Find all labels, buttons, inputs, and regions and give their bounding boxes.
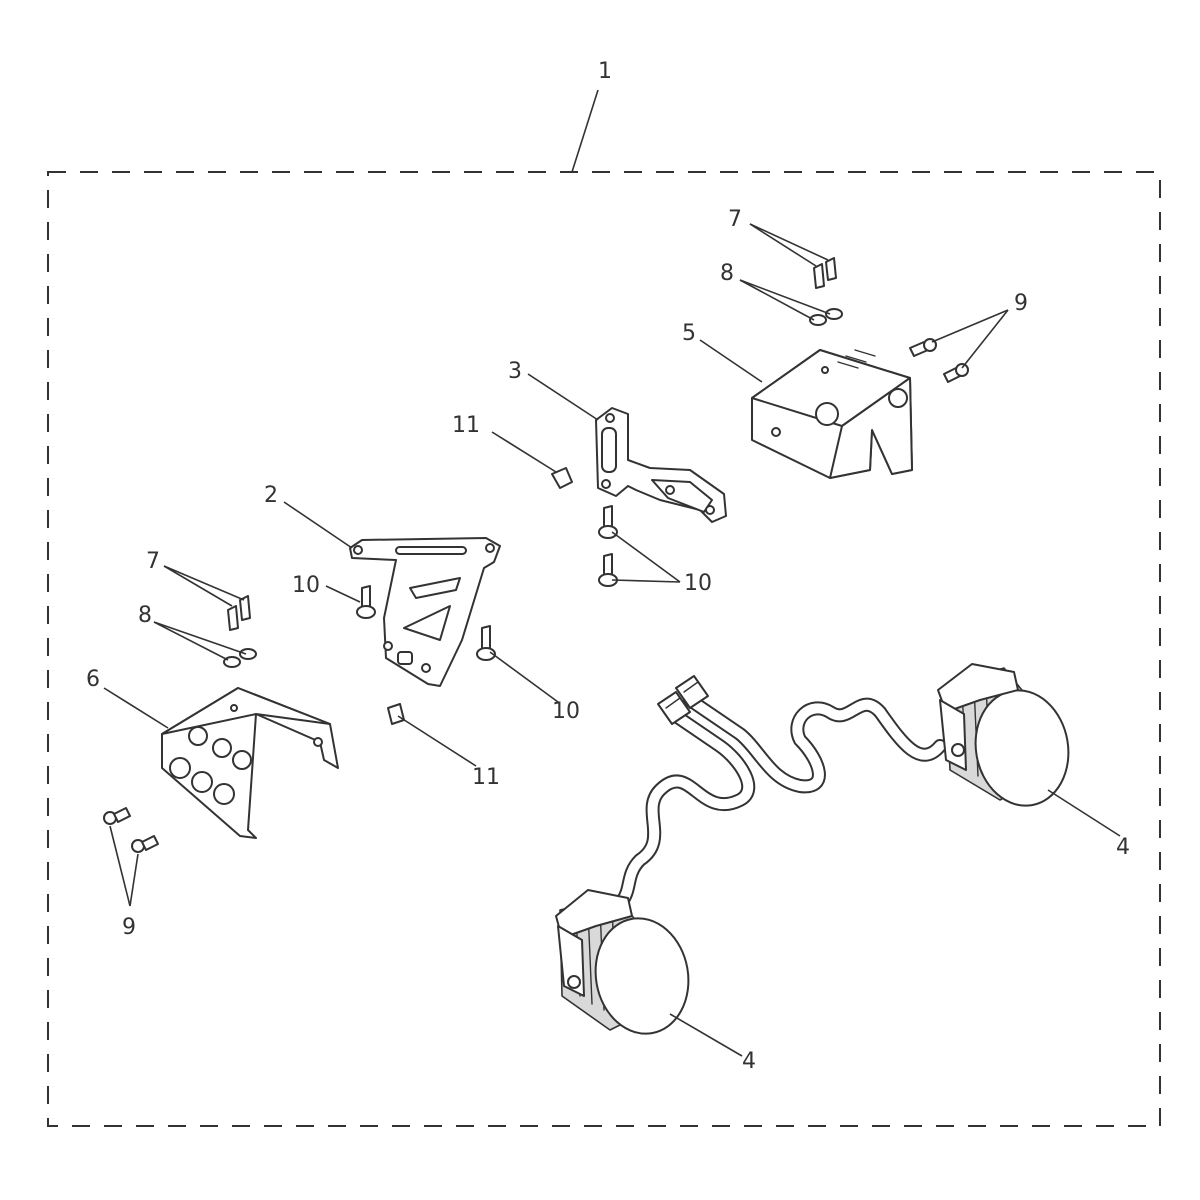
callout-10-left: 10 [292,573,320,598]
bolt-part-10 [356,505,618,661]
callout-10-mid: 10 [552,699,580,724]
callout-2: 2 [264,483,278,508]
callout-9-upper: 9 [1014,291,1028,316]
washer-part-8-lower [223,648,257,668]
screw-part-7-lower [227,595,251,631]
callout-11-upper: 11 [452,413,480,438]
callout-9-lower: 9 [122,915,136,940]
washer-part-8-upper [809,308,843,326]
screw-part-7-upper [813,257,837,289]
screw-part-9-lower [103,807,159,853]
screw-part-9-upper [909,338,969,383]
callout-8-upper: 8 [720,261,734,286]
callout-4-upper: 4 [1116,835,1130,860]
callout-10-right: 10 [684,571,712,596]
bracket-part-3 [595,407,727,523]
callout-3: 3 [508,359,522,384]
bracket-part-5 [751,349,913,479]
callout-7-lower: 7 [146,549,160,574]
callout-11-lower: 11 [472,765,500,790]
lamp-part-4-lower [555,889,690,1035]
bracket-part-2 [349,537,501,687]
bracket-part-6 [161,687,339,839]
callout-5: 5 [682,321,696,346]
callout-4-lower: 4 [742,1049,756,1074]
wiring-harness [593,675,947,923]
callout-1: 1 [598,59,612,84]
clip-part-11 [387,467,573,725]
leader-lines [103,89,1121,1057]
callout-7-upper: 7 [728,207,742,232]
callout-6: 6 [86,667,100,692]
callout-8-lower: 8 [138,603,152,628]
kit-boundary [47,171,1161,1127]
callout-labels: 1 2 3 4 4 5 6 7 7 8 8 9 9 10 10 10 11 11 [86,59,1130,1074]
lamp-part-4-upper [937,663,1070,807]
